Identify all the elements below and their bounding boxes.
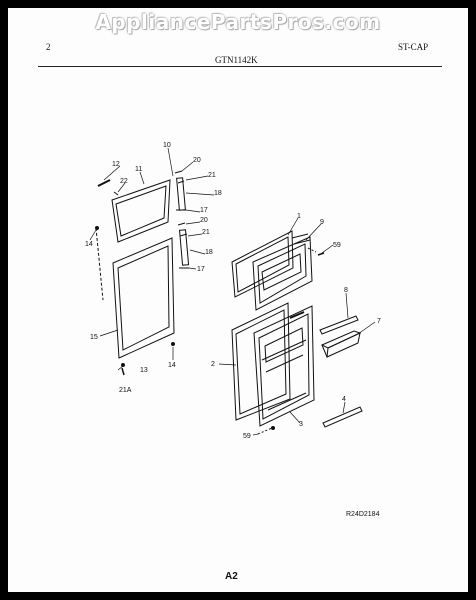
callout-14-left: 14 (85, 241, 93, 248)
door-handle-part-7 (320, 330, 362, 358)
fresh-food-door-panel (231, 302, 291, 421)
screw-part-59-upper (307, 247, 325, 256)
section-code: ST-CAP (398, 42, 429, 52)
header-rule (38, 66, 442, 67)
callout-20-upper: 20 (193, 157, 201, 164)
screw-part-21A (121, 363, 125, 376)
freezer-door-gasket (111, 179, 171, 243)
hinge-trim-upper (174, 170, 186, 211)
fresh-food-door-gasket (112, 237, 175, 359)
fresh-food-door-liner (253, 305, 315, 427)
screw-part-14-left (95, 226, 104, 301)
callout-18-upper: 18 (214, 190, 222, 197)
callout-18-lower: 18 (205, 249, 213, 256)
model-number: GTN1142K (215, 55, 258, 65)
callout-21A: 21A (119, 387, 132, 394)
screw-part-59-lower (257, 426, 275, 435)
trim-strip-part-8 (319, 315, 359, 335)
screw-part-22 (113, 191, 119, 196)
callout-4: 4 (342, 396, 346, 403)
trim-strip-part-4 (322, 406, 363, 428)
callout-14-bottom: 14 (168, 362, 176, 369)
page-reference: A2 (225, 571, 238, 582)
freezer-door-panel (231, 230, 294, 298)
hinge-trim-lower (177, 222, 190, 269)
callout-17-lower: 17 (197, 266, 205, 273)
callout-7: 7 (377, 318, 381, 325)
callout-11: 11 (135, 166, 142, 173)
callout-59-upper: 59 (333, 242, 341, 249)
callout-59-lower: 59 (243, 433, 251, 440)
callout-12: 12 (112, 161, 120, 168)
callout-22: 22 (120, 178, 128, 185)
callout-17-upper: 17 (200, 207, 208, 214)
handle-cap-part-12 (97, 179, 111, 187)
callout-21-upper: 21 (208, 172, 216, 179)
watermark: AppliancePartsPros.com (95, 10, 381, 34)
callout-13: 13 (140, 367, 148, 374)
callout-21-lower: 21 (202, 229, 210, 236)
callout-20-lower: 20 (200, 217, 208, 224)
diagram-code: R24D2184 (346, 511, 380, 518)
page-number: 2 (46, 42, 51, 52)
callout-labels: 10 11 12 22 20 21 18 17 20 21 18 17 14 1… (85, 142, 381, 440)
screw-part-14-bottom (171, 342, 175, 346)
callout-1: 1 (297, 213, 301, 220)
callout-8: 8 (344, 287, 348, 294)
diagram-sheet (8, 8, 468, 592)
callout-2: 2 (211, 361, 215, 368)
freezer-door-liner (252, 233, 313, 311)
callout-9: 9 (320, 219, 324, 226)
callout-3: 3 (299, 421, 303, 428)
callout-15: 15 (90, 334, 98, 341)
callout-10: 10 (163, 142, 171, 149)
leader-lines (89, 147, 376, 436)
